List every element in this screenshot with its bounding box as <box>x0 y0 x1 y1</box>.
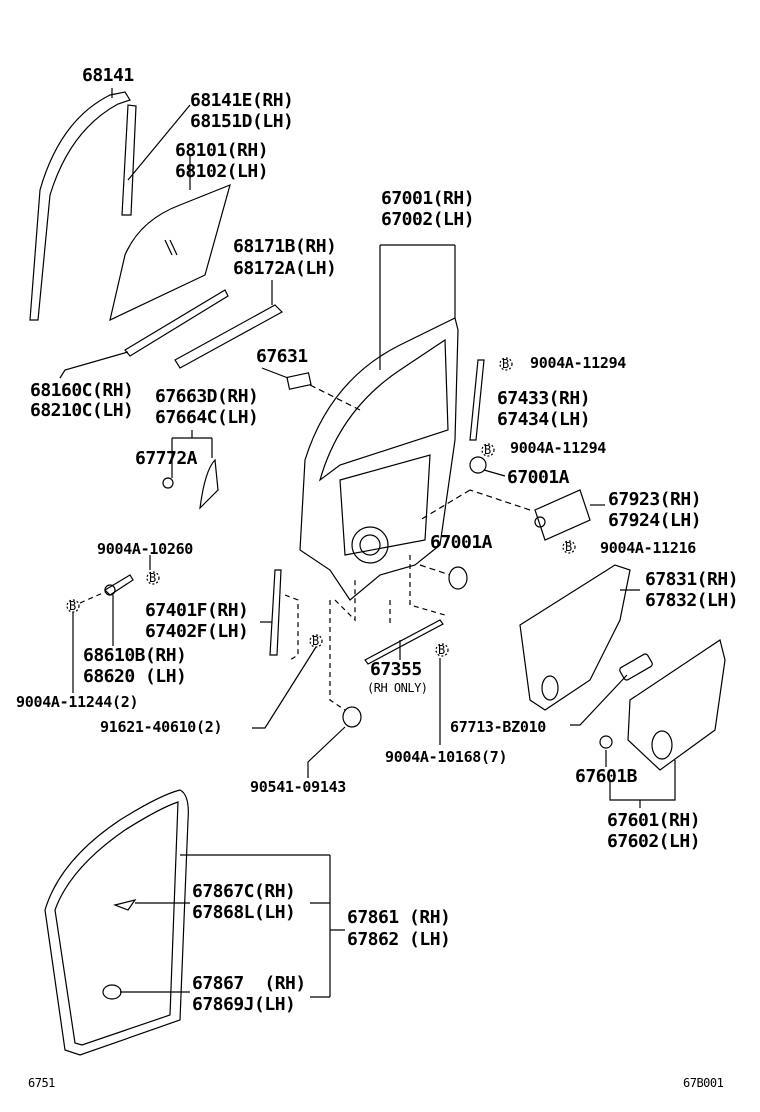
part-label-67831[interactable]: 67831(RH) <box>645 569 739 590</box>
part-label-67601[interactable]: 67601(RH) <box>607 810 701 831</box>
part-label-67002[interactable]: 67002(LH) <box>381 209 475 230</box>
part-label-67001a-upper[interactable]: 67001A <box>507 467 570 488</box>
part-label-68151d[interactable]: 68151D(LH) <box>190 111 294 132</box>
part-label-67355[interactable]: 67355 <box>370 659 422 680</box>
part-label-67434[interactable]: 67434(LH) <box>497 409 591 430</box>
part-label-67001[interactable]: 67001(RH) <box>381 188 475 209</box>
hinge-part <box>104 574 134 596</box>
part-label-90541-09143[interactable]: 90541-09143 <box>250 778 347 796</box>
footer-illustration-id: 67B001 <box>683 1076 724 1090</box>
footer-figure-code: 6751 <box>28 1076 55 1090</box>
rh-only-note: (RH ONLY) <box>367 681 428 695</box>
part-label-9004a-11294-lower[interactable]: 9004A-11294 <box>510 439 607 457</box>
door-weatherstrip-part <box>44 789 189 1056</box>
division-bar-part <box>121 104 137 216</box>
bolt-marker-b: B <box>312 634 319 648</box>
part-label-9004a-10260[interactable]: 9004A-10260 <box>97 540 194 558</box>
part-label-9004a-11216[interactable]: 9004A-11216 <box>600 539 697 557</box>
part-label-68610b[interactable]: 68610B(RH) <box>83 645 187 666</box>
outer-weatherstrip-part <box>124 289 229 357</box>
part-label-67433[interactable]: 67433(RH) <box>497 388 591 409</box>
part-label-67861[interactable]: 67861 (RH) <box>347 907 451 928</box>
rear-channel-part <box>469 359 485 441</box>
cushion-part <box>342 706 362 728</box>
part-label-67602[interactable]: 67602(LH) <box>607 831 701 852</box>
bolt-markers <box>66 357 576 657</box>
clip-part <box>599 735 613 749</box>
part-label-67862[interactable]: 67862 (LH) <box>347 929 451 950</box>
clip-67867c-part <box>113 899 137 911</box>
bolt-marker-b: B <box>69 599 76 613</box>
part-label-67832[interactable]: 67832(LH) <box>645 590 739 611</box>
door-glass-part <box>109 183 231 322</box>
part-label-67867[interactable]: 67867 (RH) <box>192 973 306 994</box>
clip-67867-part <box>102 984 122 1000</box>
door-check-part <box>364 619 444 665</box>
door-shell-part <box>299 317 459 601</box>
inner-weatherstrip-part <box>174 304 283 369</box>
stopper-part <box>469 456 487 474</box>
part-label-67664c[interactable]: 67664C(LH) <box>155 407 259 428</box>
clip-67772a-part <box>162 477 174 489</box>
part-label-68141[interactable]: 68141 <box>82 65 134 86</box>
part-label-67772a[interactable]: 67772A <box>135 448 198 469</box>
part-label-68102[interactable]: 68102(LH) <box>175 161 269 182</box>
window-regulator-part <box>269 569 282 656</box>
part-label-67631[interactable]: 67631 <box>256 346 308 367</box>
run-channel-part <box>29 91 131 321</box>
part-label-68101[interactable]: 68101(RH) <box>175 140 269 161</box>
part-label-91621-40610[interactable]: 91621-40610(2) <box>100 718 223 736</box>
service-hole-cover-part <box>519 564 631 711</box>
seal-part <box>286 372 312 390</box>
part-label-68620[interactable]: 68620 (LH) <box>83 666 187 687</box>
part-label-67663d[interactable]: 67663D(RH) <box>155 386 259 407</box>
bolt-marker-b: B <box>149 571 156 585</box>
part-label-67001a-lower[interactable]: 67001A <box>430 532 493 553</box>
bolt-marker-b: B <box>484 443 491 457</box>
bolt-marker-b: B <box>565 540 572 554</box>
part-label-67401f[interactable]: 67401F(RH) <box>145 600 249 621</box>
part-label-9004a-10168[interactable]: 9004A-10168(7) <box>385 748 508 766</box>
part-label-67869j[interactable]: 67869J(LH) <box>192 994 296 1015</box>
part-label-67924[interactable]: 67924(LH) <box>608 510 702 531</box>
switch-base-part <box>619 653 653 681</box>
part-label-67867c[interactable]: 67867C(RH) <box>192 881 296 902</box>
inside-handle-part <box>534 489 591 541</box>
part-label-67402f[interactable]: 67402F(LH) <box>145 621 249 642</box>
part-label-68160c[interactable]: 68160C(RH) <box>30 380 134 401</box>
part-label-68172a[interactable]: 68172A(LH) <box>233 258 337 279</box>
part-label-67923[interactable]: 67923(RH) <box>608 489 702 510</box>
part-label-67601b[interactable]: 67601B <box>575 766 638 787</box>
part-label-67868l[interactable]: 67868L(LH) <box>192 902 296 923</box>
bolt-marker-b: B <box>502 357 509 371</box>
part-label-67713-bz010[interactable]: 67713-BZ010 <box>450 718 547 736</box>
part-label-9004a-11294-upper[interactable]: 9004A-11294 <box>530 354 627 372</box>
garnish-part <box>199 458 219 510</box>
door-trim-board-part <box>627 639 726 771</box>
part-label-68141e[interactable]: 68141E(RH) <box>190 90 294 111</box>
bolt-marker-b: B <box>438 643 445 657</box>
part-label-68210c[interactable]: 68210C(LH) <box>30 400 134 421</box>
stopper-lower-part <box>448 566 468 590</box>
part-label-68171b[interactable]: 68171B(RH) <box>233 236 337 257</box>
part-label-9004a-11244[interactable]: 9004A-11244(2) <box>16 693 139 711</box>
